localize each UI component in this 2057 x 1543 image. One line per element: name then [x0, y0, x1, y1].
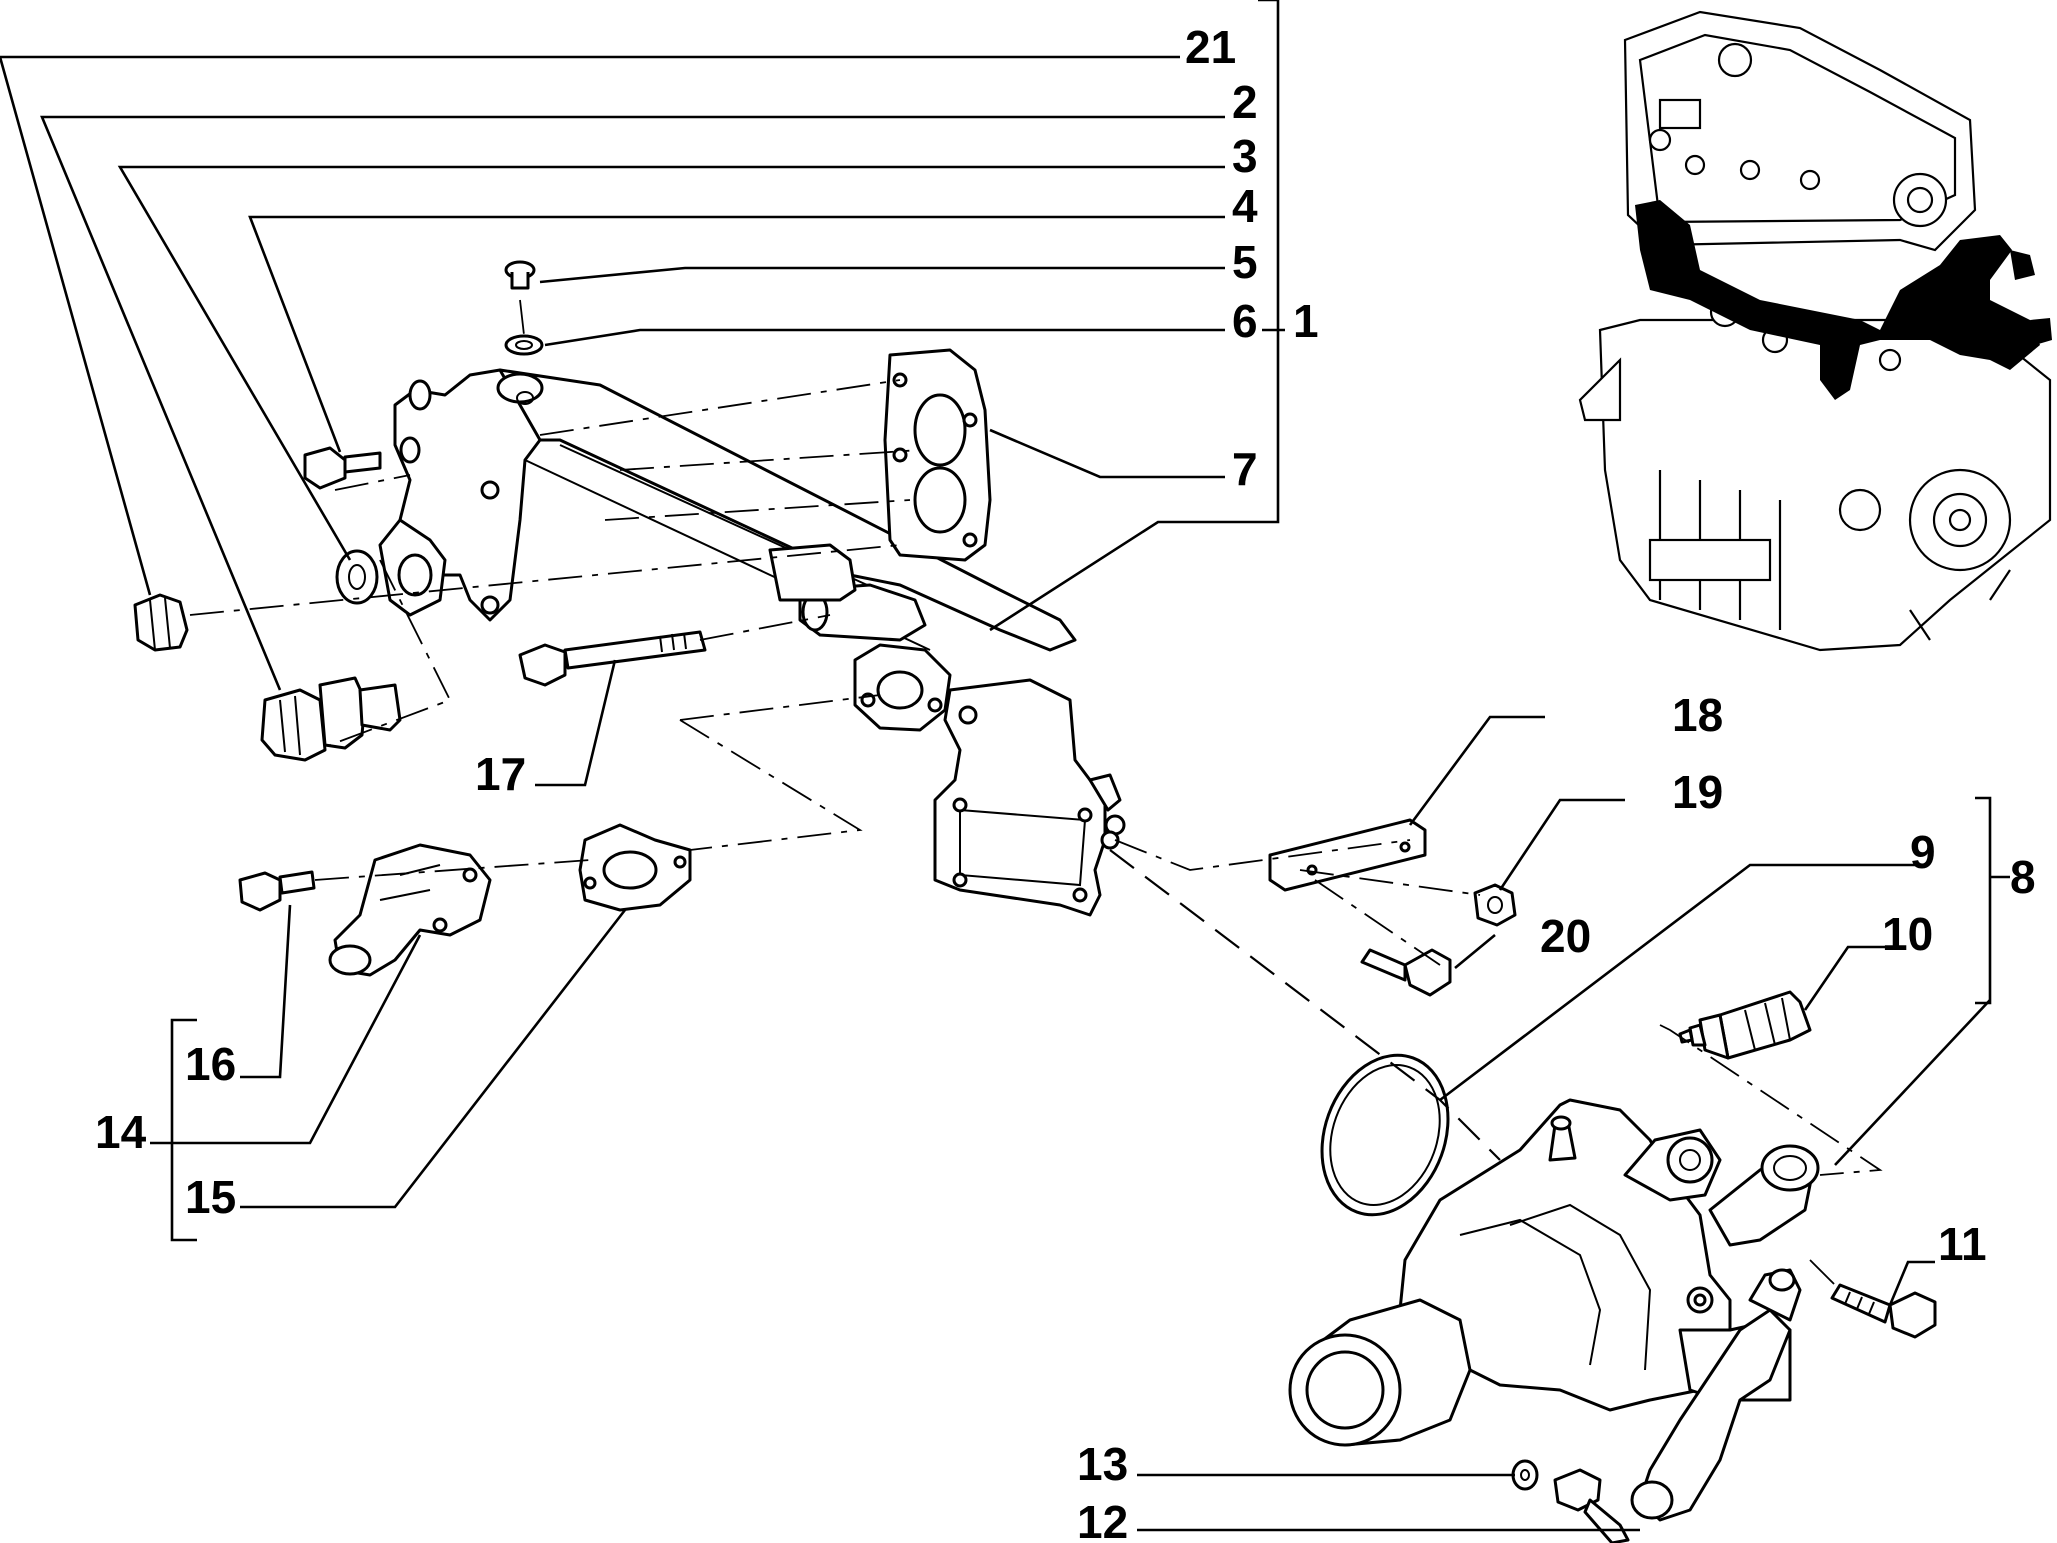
callout-16: 16 [185, 1038, 236, 1090]
bolt-17 [518, 630, 707, 687]
bolt-4 [303, 436, 421, 490]
fitting-2 [260, 676, 402, 762]
callout-11: 11 [1938, 1218, 1987, 1270]
gasket-7 [883, 348, 992, 562]
thermostat-housing-8 [1288, 1098, 1820, 1522]
bolt-12 [1553, 1468, 1630, 1543]
engine-overview-illustration [1578, 10, 2052, 652]
washer-13 [1511, 1459, 1539, 1491]
temperature-sensor-10 [1678, 990, 1812, 1060]
callout-3: 3 [1232, 130, 1258, 182]
callout-14: 14 [95, 1106, 147, 1158]
plug-screw-5 [504, 260, 536, 290]
callout-7: 7 [1232, 443, 1258, 495]
callout-15: 15 [185, 1171, 236, 1223]
callout-13: 13 [1077, 1438, 1128, 1490]
callout-2: 2 [1232, 76, 1258, 128]
washer-3 [335, 549, 379, 605]
callout-4: 4 [1232, 180, 1258, 232]
elbow-pipe-14 [328, 843, 492, 977]
nut-19 [1473, 883, 1517, 927]
callout-labels: 21 2 3 4 5 6 1 7 17 18 19 20 9 8 10 11 1… [95, 21, 2036, 1543]
bolt-11 [1830, 1283, 1937, 1339]
bolt-16 [238, 870, 316, 912]
callout-12: 12 [1077, 1496, 1128, 1543]
leader-lines [0, 0, 2010, 1532]
callout-18: 18 [1672, 689, 1723, 741]
water-pipe-assembly [378, 368, 1126, 917]
o-ring-9 [1320, 1053, 1450, 1217]
callout-8: 8 [2010, 851, 2036, 903]
cap-21 [133, 593, 189, 652]
callout-6: 6 [1232, 295, 1258, 347]
gasket-15 [578, 823, 692, 912]
callout-5: 5 [1232, 236, 1258, 288]
callout-1: 1 [1293, 295, 1319, 347]
plate-18 [1268, 818, 1427, 892]
washer-6 [504, 334, 544, 356]
callout-9: 9 [1910, 826, 1936, 878]
bolt-20 [1360, 948, 1452, 997]
callout-10: 10 [1882, 908, 1933, 960]
callout-21: 21 [1185, 21, 1236, 73]
callout-20: 20 [1540, 910, 1591, 962]
callout-17: 17 [475, 748, 526, 800]
callout-19: 19 [1672, 766, 1723, 818]
assembly-axes [189, 299, 1883, 1291]
